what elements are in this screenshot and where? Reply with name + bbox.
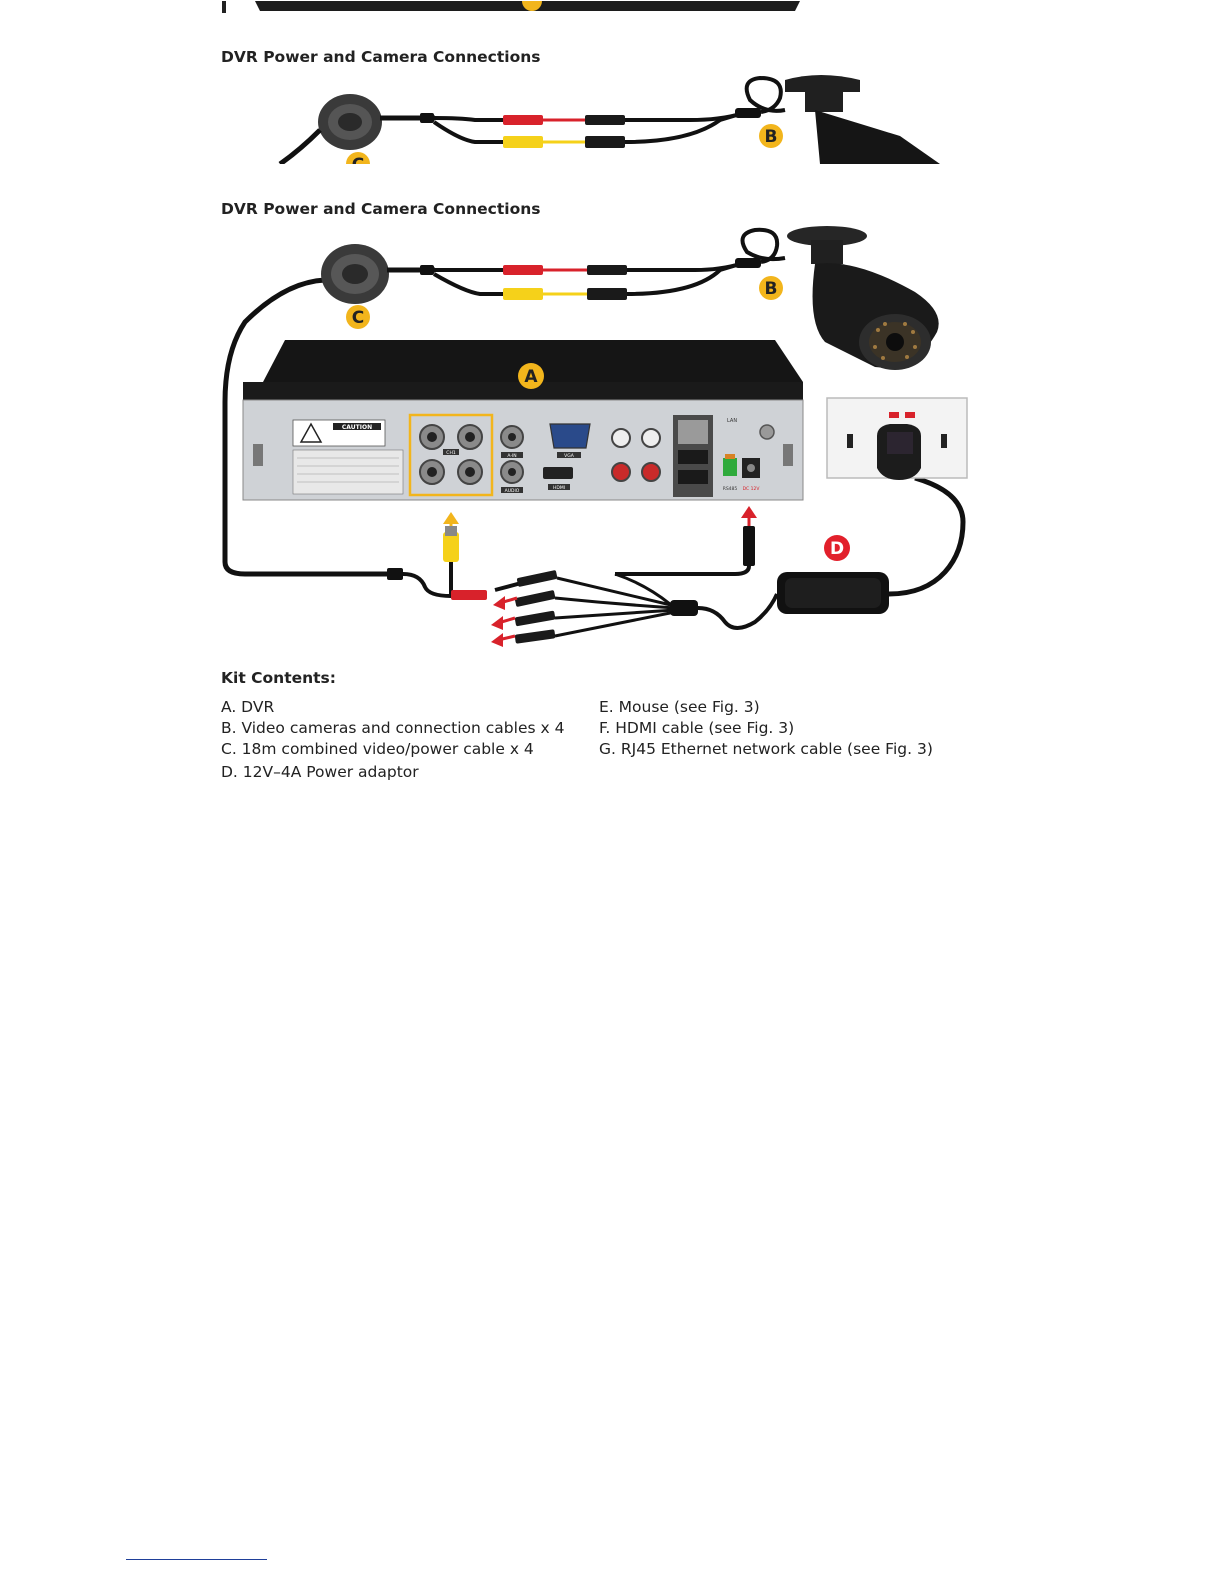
cable-coil-icon [278, 94, 382, 164]
label-c: C [352, 308, 364, 328]
dvr-unit: A CAUTION [242, 340, 804, 501]
bnc-video-input-ports: CH1 [419, 424, 483, 485]
svg-text:DC 12V: DC 12V [743, 486, 761, 492]
camera-icon [785, 75, 940, 164]
lan-port: LAN [673, 415, 737, 497]
kit-item-e: E. Mouse (see Fig. 3) [599, 698, 760, 716]
svg-text:A-IN: A-IN [507, 453, 516, 459]
kit-item-g: G. RJ45 Ethernet network cable (see Fig.… [599, 740, 933, 758]
figure-heading-partial: DVR Power and Camera Connections [221, 48, 541, 66]
label-a: A [524, 367, 538, 387]
kit-contents-heading: Kit Contents: [221, 669, 336, 687]
kit-item-f: F. HDMI cable (see Fig. 3) [599, 719, 795, 737]
kit-item-a: A. DVR [221, 698, 275, 716]
svg-text:VGA: VGA [564, 453, 575, 459]
camera-icon [787, 226, 939, 370]
kit-item-c: C. 18m combined video/power cable x 4 [221, 740, 534, 758]
kit-item-d: D. 12V–4A Power adaptor [221, 763, 419, 781]
power-splitter [514, 570, 779, 644]
caution-label: CAUTION [342, 424, 372, 431]
label-b-partial: B [765, 127, 778, 147]
wall-socket-icon [826, 397, 968, 480]
top-cropped-figure [220, 0, 820, 14]
figure-heading-main: DVR Power and Camera Connections [221, 200, 541, 218]
vga-port: VGA [549, 423, 591, 459]
cable-coil-icon [321, 244, 389, 304]
label-c-partial: C [352, 155, 364, 164]
power-adaptor-icon [777, 475, 966, 614]
kit-item-b: B. Video cameras and connection cables x… [221, 719, 565, 737]
label-d: D [830, 539, 844, 559]
svg-text:CH1: CH1 [446, 450, 456, 456]
hdmi-port: HDMI [543, 467, 573, 491]
svg-text:HDMI: HDMI [553, 485, 565, 491]
svg-text:RS485: RS485 [723, 486, 738, 492]
dc-power-port: RS485 DC 12V [723, 454, 761, 492]
footnote-rule [126, 1559, 267, 1560]
partial-connection-figure: B C [220, 70, 960, 164]
svg-text:AUDIO: AUDIO [505, 488, 520, 494]
label-b: B [765, 279, 778, 299]
dvr-connection-diagram: C B [215, 222, 975, 652]
svg-text:LAN: LAN [727, 418, 737, 424]
